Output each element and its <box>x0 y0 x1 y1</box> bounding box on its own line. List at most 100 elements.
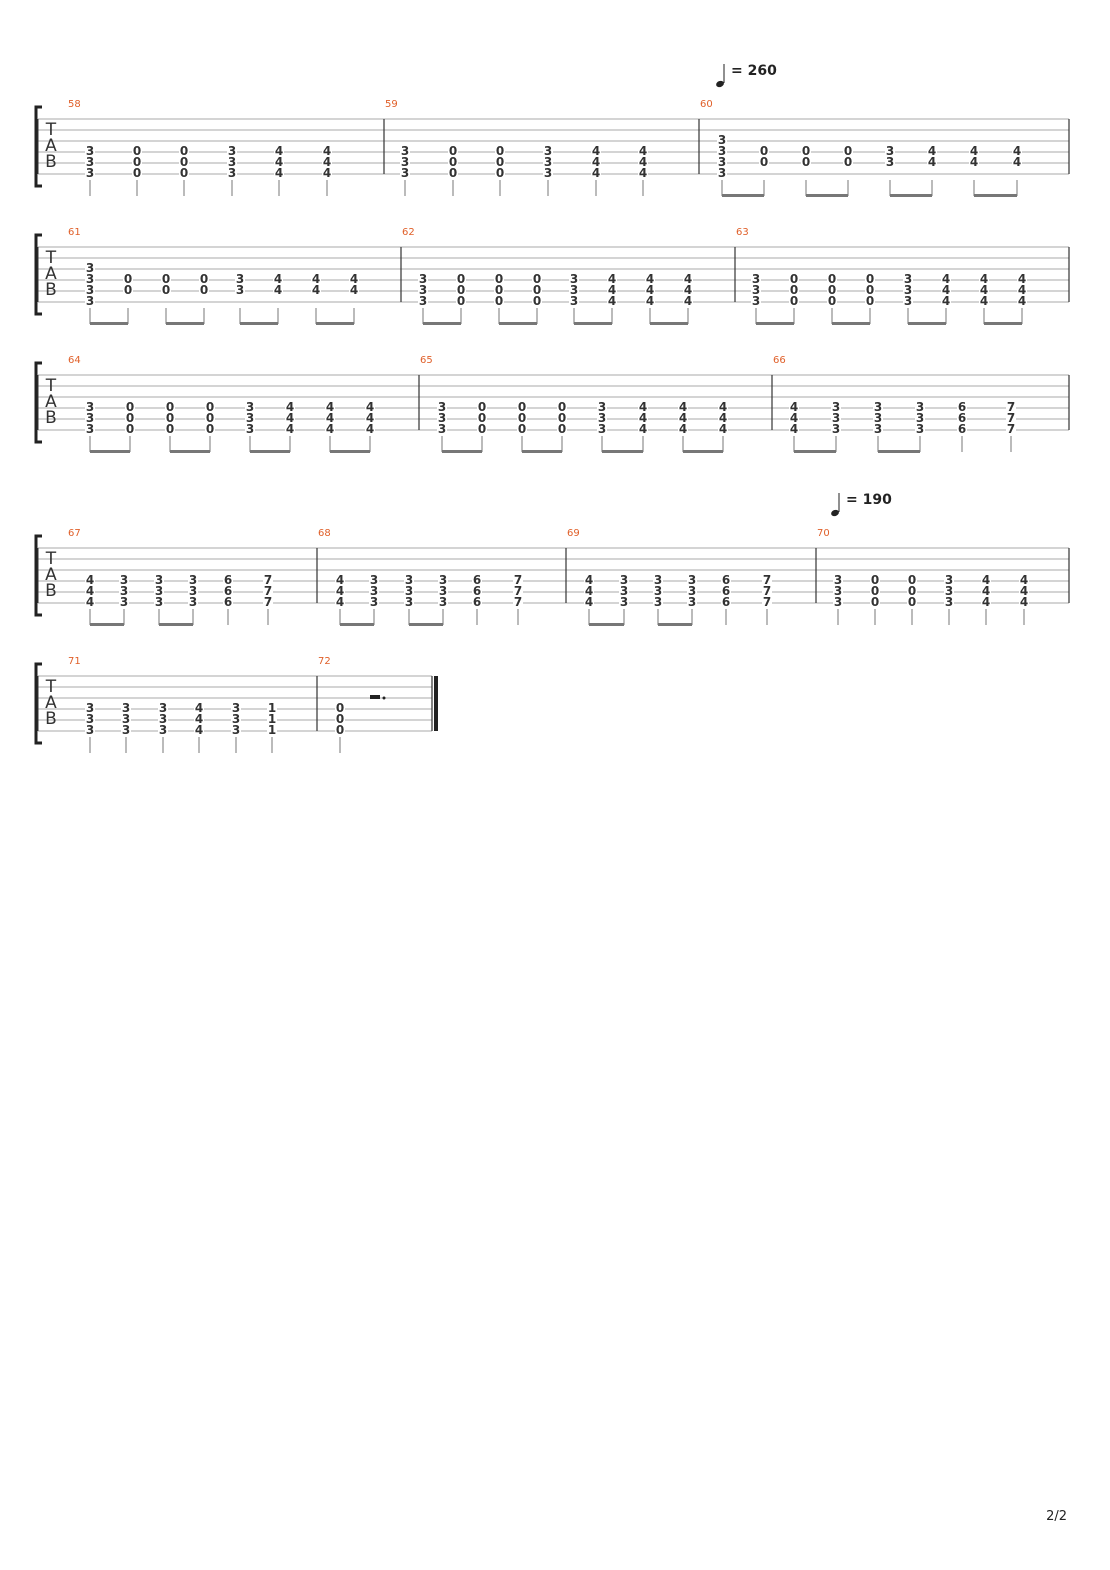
fret-bg <box>456 274 466 284</box>
fret-bg <box>165 402 175 412</box>
fret-number: 0 <box>908 573 916 587</box>
fret-bg <box>132 146 142 156</box>
fret-bg <box>827 296 837 306</box>
fret-bg <box>223 586 233 596</box>
half-rest-icon <box>370 695 380 699</box>
fret-number: 0 <box>828 294 836 308</box>
fret-bg <box>557 413 567 423</box>
tab-clef-letter: A <box>45 136 57 156</box>
fret-bg <box>597 402 607 412</box>
fret-bg <box>557 424 567 434</box>
fret-number: 4 <box>1013 144 1021 158</box>
fret-number: 4 <box>980 283 988 297</box>
fret-bg <box>718 402 728 412</box>
fret-bg <box>85 413 95 423</box>
fret-bg <box>335 714 345 724</box>
fret-bg <box>683 285 693 295</box>
fret-bg <box>1019 597 1029 607</box>
fret-number: 4 <box>1018 272 1026 286</box>
fret-bg <box>273 274 283 284</box>
fret-number: 4 <box>195 701 203 715</box>
fret-bg <box>322 168 332 178</box>
fret-bg <box>638 402 648 412</box>
fret-bg <box>365 413 375 423</box>
fret-bg <box>205 413 215 423</box>
beam <box>722 194 764 197</box>
fret-number: 0 <box>495 283 503 297</box>
fret-bg <box>981 575 991 585</box>
fret-number: 3 <box>189 584 197 598</box>
beam <box>574 322 612 325</box>
tab-clef-letter: T <box>45 376 57 396</box>
fret-bg <box>513 586 523 596</box>
fret-bg <box>311 285 321 295</box>
fret-bg <box>448 157 458 167</box>
fret-bg <box>721 575 731 585</box>
fret-bg <box>638 146 648 156</box>
beam <box>589 623 624 626</box>
fret-bg <box>915 413 925 423</box>
fret-number: 3 <box>86 261 94 275</box>
fret-number: 7 <box>514 584 522 598</box>
fret-number: 3 <box>370 584 378 598</box>
fret-bg <box>957 402 967 412</box>
fret-bg <box>721 586 731 596</box>
fret-number: 0 <box>336 723 344 737</box>
fret-bg <box>831 402 841 412</box>
fret-bg <box>941 285 951 295</box>
fret-number: 3 <box>544 155 552 169</box>
fret-number: 4 <box>350 272 358 286</box>
fret-number: 4 <box>592 144 600 158</box>
fret-bg <box>194 725 204 735</box>
fret-bg <box>274 157 284 167</box>
fret-bg <box>119 597 129 607</box>
fret-number: 3 <box>236 283 244 297</box>
fret-number: 4 <box>275 166 283 180</box>
fret-bg <box>495 146 505 156</box>
beam <box>794 450 836 453</box>
fret-bg <box>833 586 843 596</box>
fret-bg <box>404 586 414 596</box>
fret-number: 0 <box>126 411 134 425</box>
fret-bg <box>437 424 447 434</box>
fret-bg <box>678 402 688 412</box>
fret-bg <box>532 274 542 284</box>
fret-bg <box>843 146 853 156</box>
fret-bg <box>263 575 273 585</box>
fret-number: 0 <box>124 272 132 286</box>
fret-bg <box>335 586 345 596</box>
fret-bg <box>831 413 841 423</box>
fret-number: 3 <box>570 272 578 286</box>
fret-bg <box>369 586 379 596</box>
fret-bg <box>678 413 688 423</box>
fret-bg <box>1019 575 1029 585</box>
fret-number: 3 <box>228 166 236 180</box>
fret-number: 4 <box>350 283 358 297</box>
fret-number: 3 <box>752 283 760 297</box>
fret-number: 3 <box>620 573 628 587</box>
fret-bg <box>322 146 332 156</box>
fret-bg <box>227 168 237 178</box>
fret-number: 0 <box>457 283 465 297</box>
fret-bg <box>865 285 875 295</box>
fret-bg <box>194 703 204 713</box>
fret-number: 4 <box>928 144 936 158</box>
fret-number: 4 <box>980 272 988 286</box>
measure-number: 63 <box>736 227 749 238</box>
fret-number: 3 <box>155 573 163 587</box>
fret-bg <box>789 413 799 423</box>
fret-bg <box>885 157 895 167</box>
fret-number: 3 <box>916 422 924 436</box>
fret-bg <box>927 157 937 167</box>
fret-number: 4 <box>585 595 593 609</box>
fret-bg <box>718 424 728 434</box>
fret-number: 7 <box>763 595 771 609</box>
fret-bg <box>477 402 487 412</box>
fret-number: 3 <box>904 283 912 297</box>
fret-number: 4 <box>608 272 616 286</box>
fret-bg <box>349 285 359 295</box>
fret-bg <box>1019 586 1029 596</box>
system-bracket <box>34 662 42 745</box>
